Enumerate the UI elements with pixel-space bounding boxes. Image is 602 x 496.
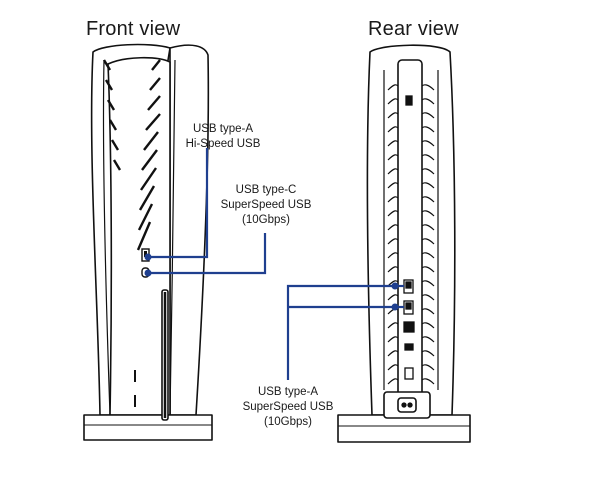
rear-small-slot [405, 95, 413, 106]
front-usb-c-dot [144, 269, 152, 277]
rear-usb-a-label: USB type-A SuperSpeed USB (10Gbps) [236, 385, 340, 430]
rear-console [337, 44, 471, 443]
rear-view-title: Rear view [368, 18, 459, 40]
front-usb-a-label-line1: USB type-A [192, 123, 254, 135]
front-view-title: Front view [86, 18, 181, 40]
front-leader-lines [148, 148, 267, 275]
rear-usb-a-dot-2 [391, 303, 399, 311]
front-usb-c-label-line3: (10Gbps) [242, 214, 290, 226]
front-console [83, 43, 213, 441]
front-usb-a-label-line2: Hi-Speed USB [185, 138, 261, 150]
front-usb-a-dot [144, 253, 152, 261]
front-usb-a-label: USB type-A Hi-Speed USB [180, 122, 266, 152]
front-light-strip [102, 59, 161, 251]
rear-hdmi-port [404, 367, 414, 380]
front-usb-c-label: USB type-C SuperSpeed USB (10Gbps) [214, 183, 318, 228]
rear-usb-a-label-line3: (10Gbps) [264, 416, 312, 428]
rear-usb-a-dot-1 [391, 282, 399, 290]
rear-usb-a-label-line1: USB type-A [257, 386, 319, 398]
front-usb-c-label-line1: USB type-C [235, 184, 297, 196]
rear-small-port [404, 343, 414, 351]
rear-usb-a-port-1 [403, 279, 414, 294]
front-usb-c-label-line2: SuperSpeed USB [220, 199, 312, 211]
rear-ports [401, 95, 415, 408]
rear-usb-a-label-line2: SuperSpeed USB [242, 401, 334, 413]
rear-lan-port [403, 321, 415, 333]
rear-vent-ribs [383, 70, 439, 390]
rear-usb-a-port-2 [403, 300, 414, 315]
